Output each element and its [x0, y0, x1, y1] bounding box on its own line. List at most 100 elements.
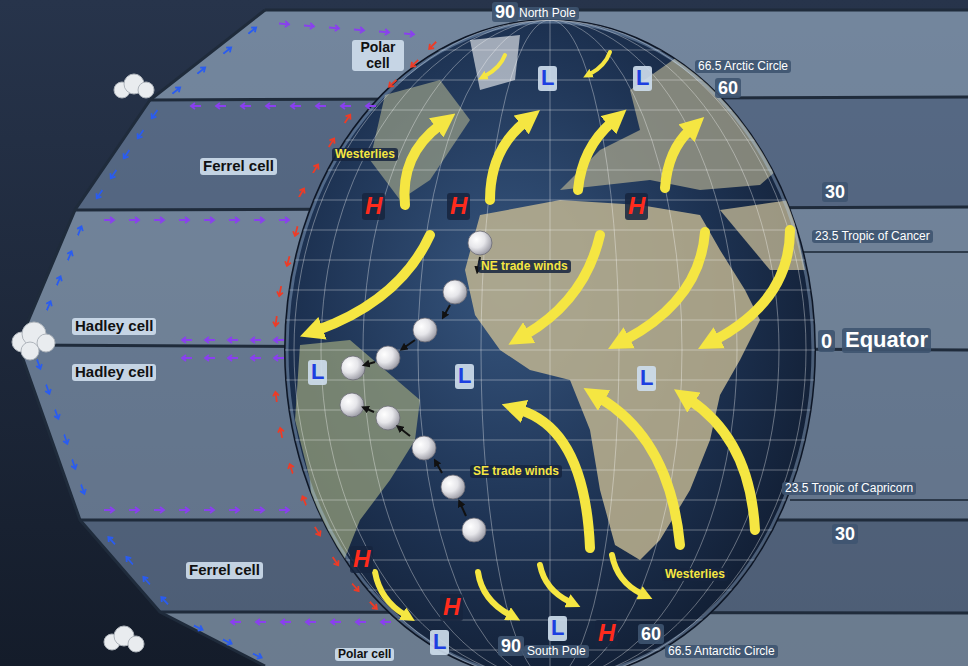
latitude-label: Equator: [842, 328, 931, 353]
air-parcel: [441, 475, 465, 499]
air-parcel: [340, 231, 492, 542]
latitude-label: 66.5 Antarctic Circle: [665, 645, 778, 658]
upper-flow-arrows: [39, 365, 83, 490]
air-parcel: [462, 518, 486, 542]
wind-arrow: [715, 230, 790, 340]
place-name: North Pole: [516, 7, 579, 20]
upper-flow-arrows: [38, 230, 80, 330]
wind-arrow: [404, 125, 440, 205]
tropic-line: [790, 252, 968, 500]
air-parcel: [468, 231, 492, 255]
wind-arrow: [485, 55, 505, 76]
globe-grid: [280, 530, 820, 531]
air-parcel: [340, 393, 364, 417]
low-pressure: L: [538, 66, 557, 91]
latitude-number: 60: [638, 624, 664, 644]
wind-label: Westerlies: [662, 568, 728, 581]
globe-grid: [280, 380, 820, 381]
wind-arrow: [612, 555, 642, 594]
globe-grid: [280, 0, 820, 666]
surface-flow-arrows: [276, 396, 304, 500]
air-parcel: [341, 356, 365, 380]
band-boundary: [18, 10, 265, 666]
surface-flow-arrows: [276, 46, 432, 606]
globe-grid: [280, 440, 820, 441]
low-pressure: L: [637, 366, 656, 391]
continent: [470, 35, 520, 90]
place-name: South Pole: [524, 645, 589, 658]
latitude-band: [160, 612, 968, 666]
upper-flow-arrows: [111, 540, 164, 600]
parcel-arrow: [368, 362, 375, 364]
latitude-label: 23.5 Tropic of Capricorn: [782, 482, 916, 495]
parcel-arrow: [405, 340, 415, 347]
cell-label: Ferrel cell: [200, 158, 277, 175]
air-parcel: [376, 406, 400, 430]
cell-label: Polar cell: [335, 648, 394, 661]
vertical-flow-arrows: [285, 24, 410, 34]
high-pressure: H: [447, 193, 470, 220]
cloud: [37, 334, 55, 352]
wind-arrow: [520, 410, 590, 548]
air-parcel: [412, 436, 436, 460]
air-parcel: [376, 346, 400, 370]
wind-arrow: [540, 565, 570, 602]
vertical-flow-arrows: [235, 622, 385, 623]
vertical-flow-arrows: [186, 340, 278, 341]
wind-arrow: [478, 572, 510, 615]
cell-label: Ferrel cell: [186, 562, 263, 579]
wind-arrow: [600, 398, 680, 545]
low-pressure: L: [455, 364, 474, 389]
wind-arrow: [590, 52, 610, 74]
latitude-number: 90: [498, 636, 524, 656]
parcel-arrow: [367, 257, 480, 516]
air-parcel: [413, 318, 437, 342]
band-boundary: [265, 9, 968, 12]
tropic-line: [790, 251, 968, 253]
latitude-number: 30: [822, 182, 848, 202]
globe-grid: [550, 0, 551, 666]
latitude-number: 0: [818, 330, 835, 352]
latitude-label: 66.5 Arctic Circle: [695, 60, 791, 73]
cloud: [138, 82, 154, 98]
globe-grid: [280, 140, 820, 141]
globe-grid: [280, 500, 820, 501]
high-pressure: H: [625, 193, 648, 220]
globe-grid: [280, 170, 820, 171]
cloud: [12, 74, 154, 652]
cloud: [128, 636, 144, 652]
parcel-arrow: [437, 464, 442, 473]
wind-label: NE trade winds: [478, 260, 571, 273]
wind-arrow: [490, 122, 525, 200]
vertical-flow-arrows: [186, 358, 278, 359]
cell-label: Hadley cell: [72, 318, 156, 335]
globe-grid: [280, 290, 820, 291]
globe-grid: [280, 110, 820, 111]
vertical-flow-arrows: [195, 106, 370, 107]
high-pressure: H: [595, 620, 618, 647]
wind-arrow: [375, 572, 405, 615]
wind-label: SE trade winds: [470, 465, 562, 478]
low-pressure: L: [548, 616, 567, 641]
vertical-flow-arrows: [110, 220, 285, 221]
low-pressure: L: [430, 630, 449, 655]
latitude-number: 30: [832, 524, 858, 544]
wind-arrow: [525, 235, 600, 335]
low-pressure: L: [633, 66, 652, 91]
wind-arrow: [625, 232, 705, 340]
cell-label: Hadley cell: [72, 364, 156, 381]
wind-arrow: [318, 52, 790, 615]
parcel-arrow: [401, 429, 410, 436]
cloud: [21, 342, 39, 360]
parcel-arrow: [367, 409, 374, 412]
latitude-number: 90: [492, 2, 518, 22]
wind-arrow: [665, 130, 690, 188]
wind-arrow: [578, 122, 612, 190]
globe-grid: [280, 350, 820, 351]
cell-label: Polar cell: [352, 40, 404, 71]
vertical-flow-arrows: [110, 510, 285, 511]
globe-grid: [280, 230, 820, 231]
high-pressure: H: [350, 546, 373, 573]
surface-flow-arrows: [318, 532, 374, 606]
